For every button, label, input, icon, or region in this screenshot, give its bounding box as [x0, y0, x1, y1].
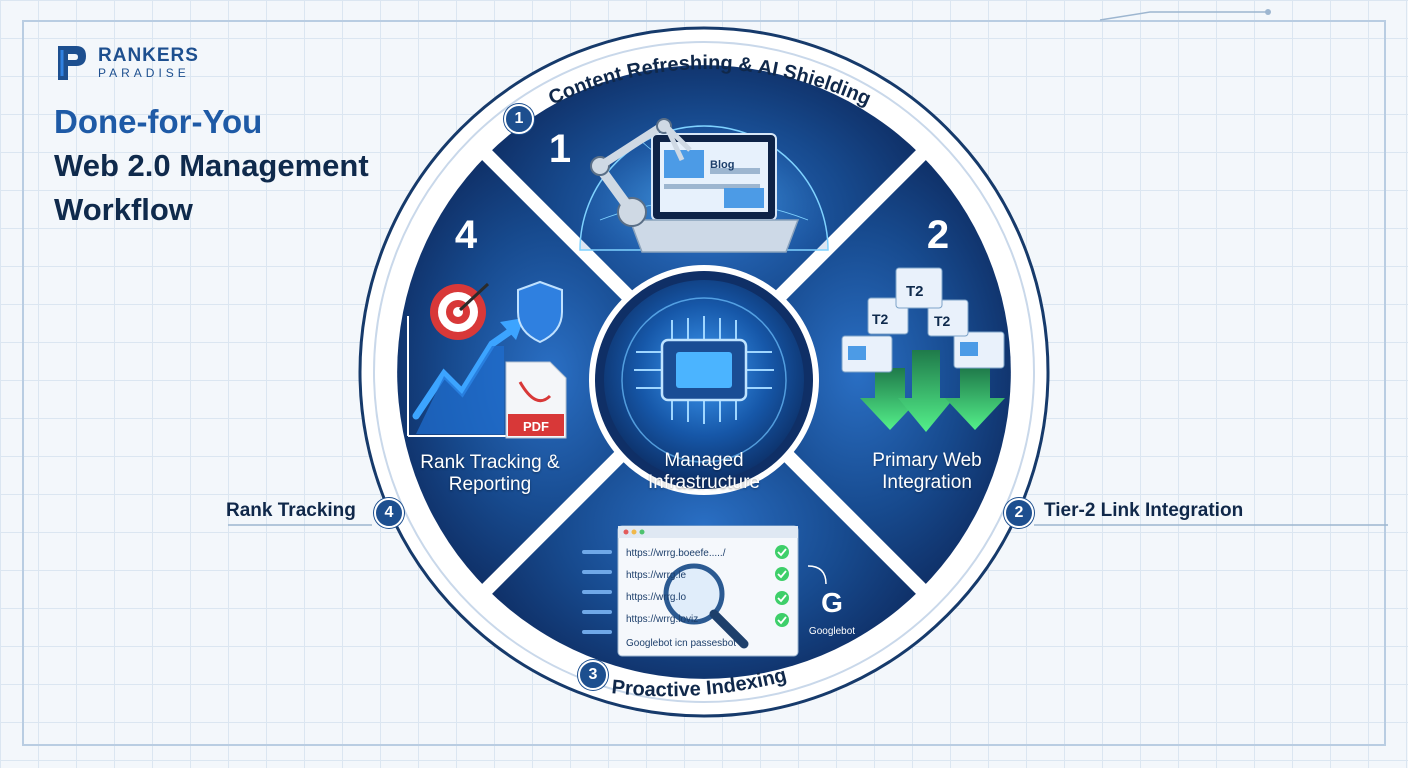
segment-number-4: 4 [455, 213, 478, 257]
center-label: Managed Infrastructure [648, 450, 760, 493]
googlebot-label: Googlebot [809, 626, 855, 637]
brand-subname: PARADISE [98, 66, 190, 80]
url-row-1: https://wrrg.boeefe...../ [626, 548, 726, 559]
pdf-label: PDF [523, 419, 549, 434]
decor-line-top [1099, 11, 1268, 21]
segment-number-1: 1 [549, 127, 571, 171]
url-list-footer: Googlebot icn passesbot [626, 638, 736, 649]
url-row-4: https://wrrg.loviz [626, 614, 698, 625]
url-row-2: https://wrrg.le [626, 570, 686, 581]
step-badge-1: 1 [504, 104, 534, 134]
decor-dot [1265, 9, 1271, 15]
googlebot-arrow-icon [807, 565, 827, 585]
step-4-title: Rank Tracking [226, 500, 356, 521]
t2-tag-3: T2 [934, 313, 951, 329]
list-lines-icon [582, 550, 612, 634]
laptop-screen-label: Blog [710, 159, 734, 171]
shield-icon [517, 280, 563, 344]
laptop-icon [628, 133, 800, 253]
outer-frame [22, 20, 1386, 746]
check-icons [775, 545, 789, 627]
segment-3 [487, 372, 921, 679]
magnifier-icon [663, 563, 749, 649]
center-ring [621, 297, 787, 463]
t2-tag-2: T2 [906, 283, 924, 300]
title-line-3: Workflow [54, 192, 193, 227]
title-line-2: Web 2.0 Management [54, 148, 369, 183]
tier2-network-icon [841, 267, 1005, 432]
step-badge-2: 2 [1004, 498, 1034, 528]
step-badge-3: 3 [578, 660, 608, 690]
url-row-3: https://wrrg.lo [626, 592, 686, 603]
step-badge-4: 4 [374, 498, 404, 528]
inner-ring [373, 41, 1035, 703]
chip-icon [634, 316, 774, 424]
pdf-file-icon [505, 361, 567, 439]
step-2-title: Tier-2 Link Integration [1044, 500, 1244, 521]
t2-tag-1: T2 [872, 311, 889, 327]
robot-arm-icon [590, 118, 692, 227]
googlebot-g-icon: G [821, 587, 843, 618]
page-title: Done-for-You Web 2.0 Management Workflow [54, 100, 369, 232]
segment-2-label: Primary Web Integration [872, 450, 982, 493]
target-icon [430, 282, 490, 340]
segment-4-label: Rank Tracking & Reporting [420, 452, 560, 495]
brand-name: RANKERS [98, 45, 199, 66]
rankers-paradise-logo-icon [58, 46, 86, 80]
growth-chart-icon [407, 316, 524, 437]
brand-logo: RANKERS PARADISE [54, 42, 199, 84]
segment-number-2: 2 [927, 213, 949, 257]
title-line-1: Done-for-You [54, 103, 263, 140]
